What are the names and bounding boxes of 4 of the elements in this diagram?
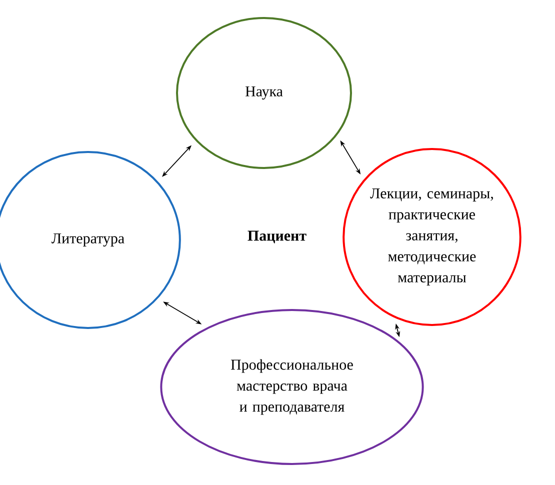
center-label: Пациент: [248, 230, 306, 244]
ellipse-node: Профессиональное мастерство врача и преподавателя: [160, 308, 424, 465]
ellipse-node: Лекции, семинары, практические занятия, методические материалы: [342, 148, 522, 326]
ellipse-node: Наука: [176, 17, 352, 169]
